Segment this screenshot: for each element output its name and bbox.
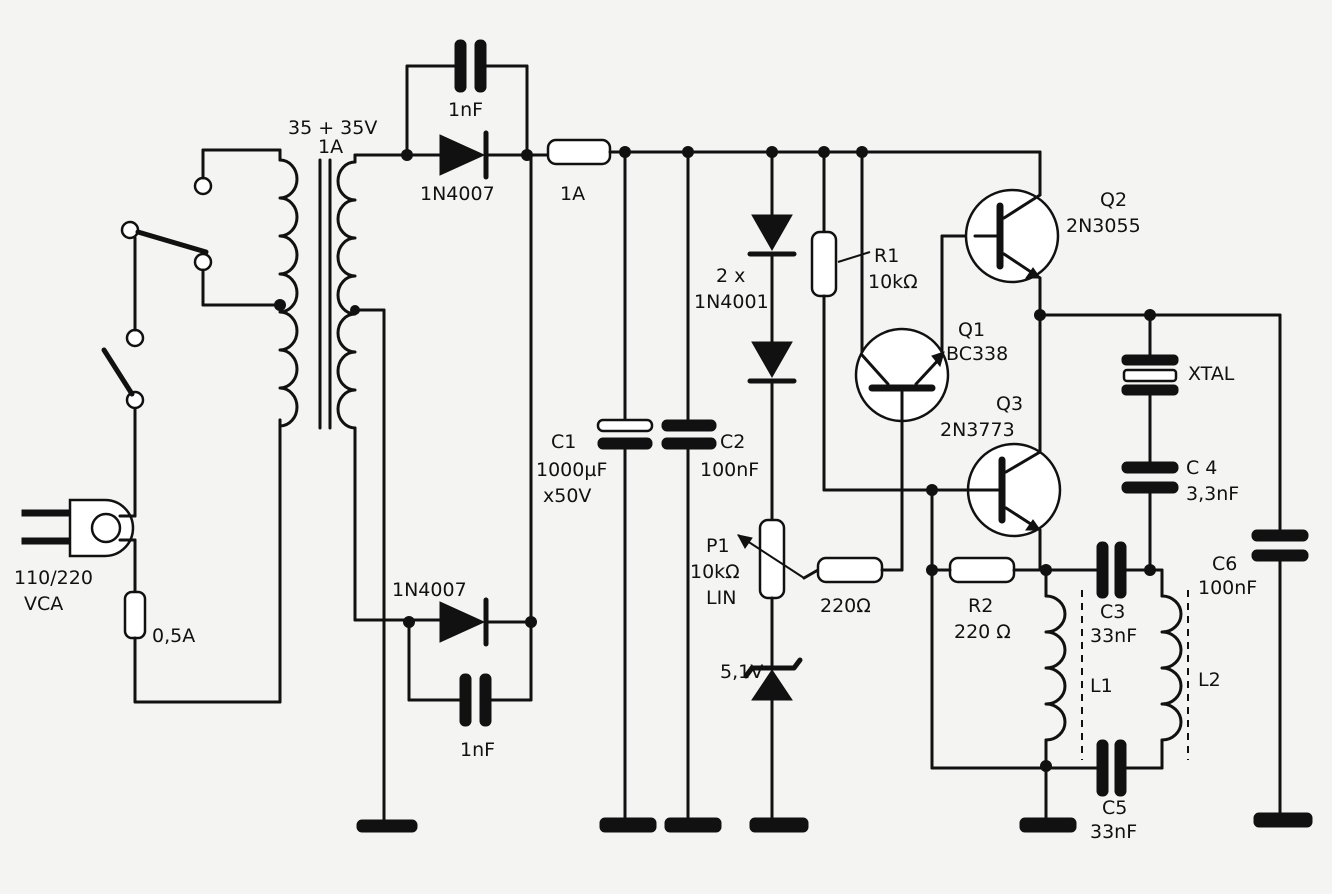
xtal-label: XTAL [1188,363,1235,385]
capacitor-c3 [1096,541,1127,599]
c6-name: C6 [1212,553,1237,575]
capacitor-c2 [661,419,717,450]
c1-name: C1 [551,431,576,453]
voltage-selector-switch [120,176,213,272]
l1-label: L1 [1090,675,1113,697]
q3-type: 2N3773 [940,419,1015,441]
input-fuse [123,590,147,640]
r-base-label: 220Ω [820,595,871,617]
c5-name: C5 [1102,797,1127,819]
transistor-q3 [966,442,1062,538]
c3-value: 33nF [1090,625,1137,647]
diode-1n4001-a [747,214,797,257]
diode-1n4001-b [747,341,797,384]
c1-voltage: x50V [543,485,591,507]
r1-name: R1 [874,245,899,267]
ground-c2 [664,817,722,833]
transistor-q2 [964,188,1060,284]
main-fuse [546,138,612,166]
ground-c1 [599,817,657,833]
c4-name: C 4 [1186,457,1217,479]
diodes-count: 2 x [716,265,745,287]
p1-value: 10kΩ [690,561,740,583]
r1-value: 10kΩ [868,271,918,293]
q1-name: Q1 [958,319,985,341]
transformer [278,148,357,622]
diode-top [439,130,489,180]
q1-type: BC338 [946,343,1008,365]
c2-name: C2 [720,431,745,453]
c5-value: 33nF [1090,821,1137,843]
c3-name: C3 [1100,601,1125,623]
mains-plug [21,498,137,558]
cap-bottom-label: 1nF [460,739,495,761]
r2-value: 220 Ω [954,621,1011,643]
diode-top-label: 1N4007 [420,183,495,205]
capacitor-top-1nf [454,39,487,93]
c2-value: 100nF [700,459,759,481]
mains-label: 110/220 [14,567,93,589]
ground-zener [749,817,809,833]
power-switch [101,328,145,410]
q3-name: Q3 [996,393,1023,415]
potentiometer-p1 [737,518,805,600]
capacitor-c5 [1096,739,1127,797]
diodes-type: 1N4001 [694,291,769,313]
inductor-l1 [1044,594,1067,742]
diode-bottom-label: 1N4007 [392,579,467,601]
input-fuse-label: 0,5A [152,625,195,647]
l2-label: L2 [1198,669,1221,691]
q2-type: 2N3055 [1066,215,1141,237]
main-fuse-label: 1A [560,183,585,205]
capacitor-c1 [596,418,654,450]
cap-top-label: 1nF [448,99,483,121]
ground-l1 [1019,817,1077,833]
capacitor-c6 [1251,529,1309,562]
p1-taper: LIN [706,587,736,609]
q2-name: Q2 [1100,189,1127,211]
crystal-xtal [1121,354,1179,396]
resistor-220-base [816,556,884,584]
transformer-current-label: 1A [318,136,343,158]
capacitor-c4 [1121,461,1179,494]
transformer-label: 35 + 35V [288,117,377,139]
c4-value: 3,3nF [1186,483,1239,505]
ground-transformer [356,819,418,833]
capacitor-bottom-1nf [459,673,492,727]
r2-name: R2 [968,595,993,617]
c1-value: 1000µF [536,459,607,481]
diode-bottom [439,597,489,647]
ground-c6 [1253,812,1313,828]
mains-unit-label: VCA [24,593,63,615]
resistor-r2 [948,556,1016,584]
zener-diode [743,657,803,701]
p1-name: P1 [706,535,730,557]
zener-label: 5,1V [720,661,763,683]
resistor-r1 [810,230,838,298]
c6-value: 100nF [1198,577,1257,599]
inductor-l2 [1160,594,1183,742]
